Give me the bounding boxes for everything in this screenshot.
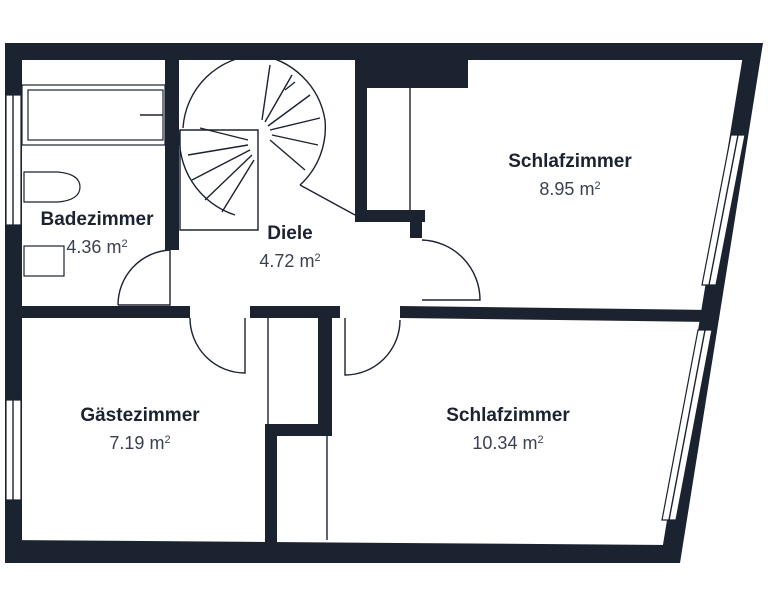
windows xyxy=(5,94,746,521)
door-swings xyxy=(117,88,481,540)
door-swing-icon xyxy=(421,239,481,301)
room-name: Gästezimmer xyxy=(80,405,200,426)
door-swing-icon xyxy=(344,318,401,376)
room-area: 4.72 m2 xyxy=(259,251,321,271)
sink-icon xyxy=(23,245,65,277)
room-label-schlafzimmer-2: Schlafzimmer 10.34 m2 xyxy=(433,404,583,455)
bathroom-fixtures xyxy=(21,84,166,277)
room-label-gaestezimmer: Gästezimmer 7.19 m2 xyxy=(65,404,215,455)
room-label-schlafzimmer-1: Schlafzimmer 8.95 m2 xyxy=(495,150,645,201)
room-area: 4.36 m2 xyxy=(66,237,128,257)
toilet-icon xyxy=(23,171,81,203)
room-name: Badezimmer xyxy=(40,209,154,230)
room-area: 8.95 m2 xyxy=(539,179,601,199)
room-label-diele: Diele 4.72 m2 xyxy=(215,222,365,273)
door-swing-icon xyxy=(117,249,171,306)
room-label-badezimmer: Badezimmer 4.36 m2 xyxy=(22,208,172,259)
room-area: 10.34 m2 xyxy=(472,433,544,453)
room-name: Schlafzimmer xyxy=(508,151,632,172)
spiral-staircase-icon xyxy=(178,54,356,231)
door-swing-icon xyxy=(189,317,246,374)
room-name: Schlafzimmer xyxy=(446,405,570,426)
room-name: Diele xyxy=(267,223,313,244)
room-area: 7.19 m2 xyxy=(109,433,171,453)
